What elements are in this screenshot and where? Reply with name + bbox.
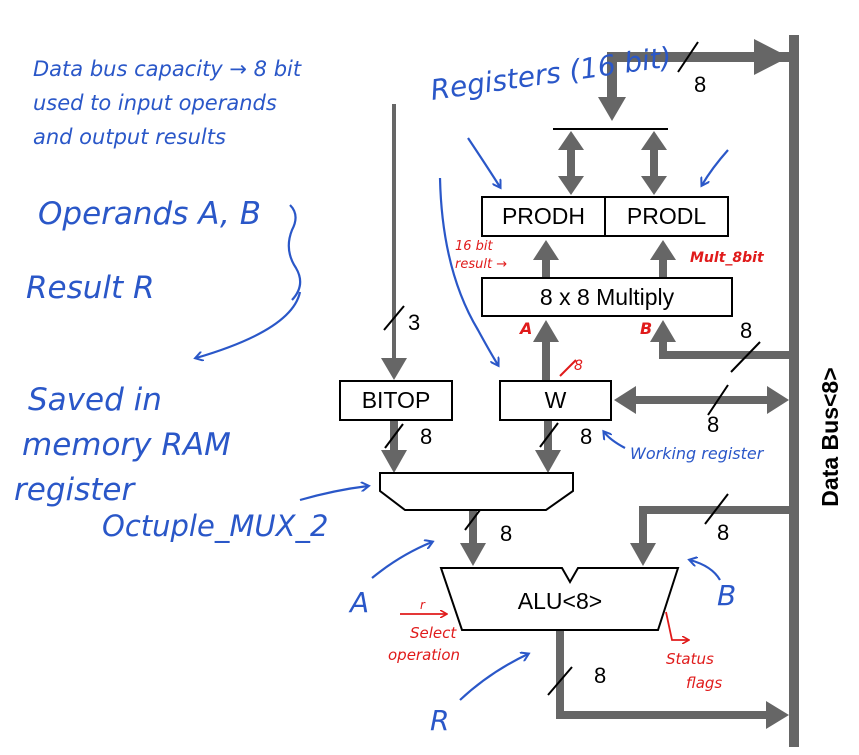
note-registers: Registers (16 bit) <box>428 40 673 106</box>
note-alu-a: A <box>348 586 369 619</box>
alu-label: ALU<8> <box>518 588 602 614</box>
bus-slashes <box>383 41 761 696</box>
alu-to-bus-line <box>556 630 770 719</box>
bus-width-mux-out: 8 <box>500 521 512 546</box>
bus-top-to-prod <box>597 52 789 121</box>
bus-width-bitop-in: 3 <box>408 310 420 335</box>
operands-brace <box>287 204 302 301</box>
note-data-bus-2: used to input operands <box>33 91 277 115</box>
note-alu-b: B <box>717 579 736 612</box>
w-in-slash <box>559 359 577 377</box>
note-alu-r: R <box>430 704 449 737</box>
mult-to-prodl-arrow <box>650 240 676 260</box>
note-mult-8bit: Mult_8bit <box>690 250 765 266</box>
note-data-bus-3: and output results <box>33 125 226 149</box>
note-saved-3: register <box>14 472 136 508</box>
note-select-1: Select <box>410 624 457 642</box>
note-saved-2: memory RAM <box>22 427 231 463</box>
note-select-r: r <box>420 598 426 612</box>
bus-width-w-out: 8 <box>580 424 592 449</box>
note-result: Result R <box>26 270 155 306</box>
bus-width-labels: 8 3 8 8 8 8 8 8 8 <box>408 72 752 688</box>
bus-top-arrowhead <box>754 39 789 75</box>
block-w: W <box>499 380 612 421</box>
w-to-mux-arrow <box>535 450 561 473</box>
brace-to-saved-arrow <box>196 291 302 358</box>
bus-width-top: 8 <box>694 72 706 97</box>
block-mux <box>379 472 574 511</box>
bus-to-alu-arrow <box>630 543 656 566</box>
prodh-label: PRODH <box>502 203 585 229</box>
note-w-in-width: 8 <box>574 358 583 374</box>
block-alu: ALU<8> <box>439 567 680 631</box>
note-working-register: Working register <box>630 444 765 463</box>
w-label: W <box>545 387 567 413</box>
data-bus <box>789 35 799 747</box>
working-register-arrow <box>604 432 626 449</box>
note-mult-b: B <box>640 319 652 338</box>
status-arrow <box>665 611 688 640</box>
red-annotations: 16 bit result → Mult_8bit A B 8 r Select… <box>388 239 765 692</box>
bus-width-mult-in: 8 <box>740 318 752 343</box>
bitop-input-arrow <box>381 358 407 380</box>
bus-wires <box>381 39 789 729</box>
mux-to-alu-arrow <box>460 543 486 566</box>
note-select-2: operation <box>388 646 460 664</box>
prodl-label: PRODL <box>627 203 706 229</box>
alu-r-arrow <box>459 654 528 701</box>
note-operands: Operands A, B <box>38 196 261 232</box>
w-to-mult-arrow <box>533 320 559 342</box>
note-status-1: Status <box>666 650 714 668</box>
alu-a-arrow <box>371 542 432 579</box>
note-status-2: flags <box>686 674 722 692</box>
bus-width-w: 8 <box>707 412 719 437</box>
bitop-label: BITOP <box>362 387 431 413</box>
note-16bit-2: result → <box>455 257 507 272</box>
bus-width-alu-out: 8 <box>594 663 606 688</box>
note-mux: Octuple_MUX_2 <box>102 509 328 543</box>
block-bitop: BITOP <box>339 380 453 421</box>
note-saved-1: Saved in <box>28 382 162 418</box>
alu-to-bus-arrow <box>766 701 789 729</box>
block-prodh: PRODH <box>481 196 606 237</box>
bus-to-mult-arrow <box>650 320 676 342</box>
bitop-to-mux-arrow <box>381 450 407 473</box>
registers-to-prodl-arrow <box>702 149 729 185</box>
note-mult-a: A <box>518 319 532 338</box>
multiply-label: 8 x 8 Multiply <box>540 284 675 310</box>
data-bus-label: Data Bus<8> <box>817 367 843 506</box>
note-16bit-1: 16 bit <box>455 239 494 254</box>
registers-to-w-arrow <box>438 177 498 365</box>
registers-to-prodh-arrow <box>467 137 500 187</box>
block-multiply: 8 x 8 Multiply <box>481 277 733 317</box>
mux-note-arrow <box>299 486 368 502</box>
bus-width-bitop-out: 8 <box>420 424 432 449</box>
bus-width-alu-b: 8 <box>717 520 729 545</box>
mult-to-prodh-arrow <box>533 240 559 260</box>
alu-b-arrow <box>690 560 721 581</box>
block-prodl: PRODL <box>604 196 729 237</box>
note-data-bus-1: Data bus capacity → 8 bit <box>33 57 302 81</box>
